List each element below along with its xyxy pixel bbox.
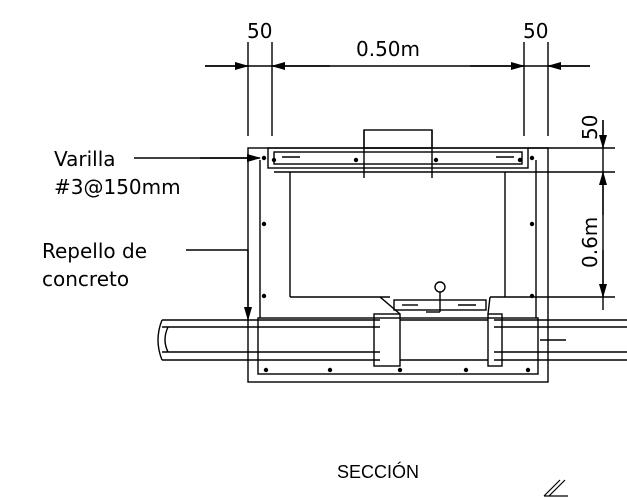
dim-top-slab: 50 — [578, 115, 602, 140]
rebar-label-line2: #3@150mm — [54, 175, 181, 199]
rebar-label-line1: Varilla — [54, 147, 116, 171]
leaders — [134, 154, 261, 321]
rebar-dots — [261, 155, 535, 373]
break-mark-icon — [543, 479, 568, 497]
top-dimension — [205, 42, 590, 136]
dim-left-wall: 50 — [247, 19, 272, 43]
dim-interior-width: 0.50m — [356, 37, 420, 61]
dim-right-wall: 50 — [523, 19, 548, 43]
plaster-label-line2: concreto — [42, 267, 129, 291]
plaster-label-line1: Repello de — [42, 239, 147, 263]
right-dimension — [528, 120, 615, 310]
dim-interior-height: 0.6m — [578, 217, 602, 268]
section-title: SECCIÓN — [337, 461, 419, 482]
box-structure — [247, 129, 549, 383]
pipe — [157, 281, 627, 367]
